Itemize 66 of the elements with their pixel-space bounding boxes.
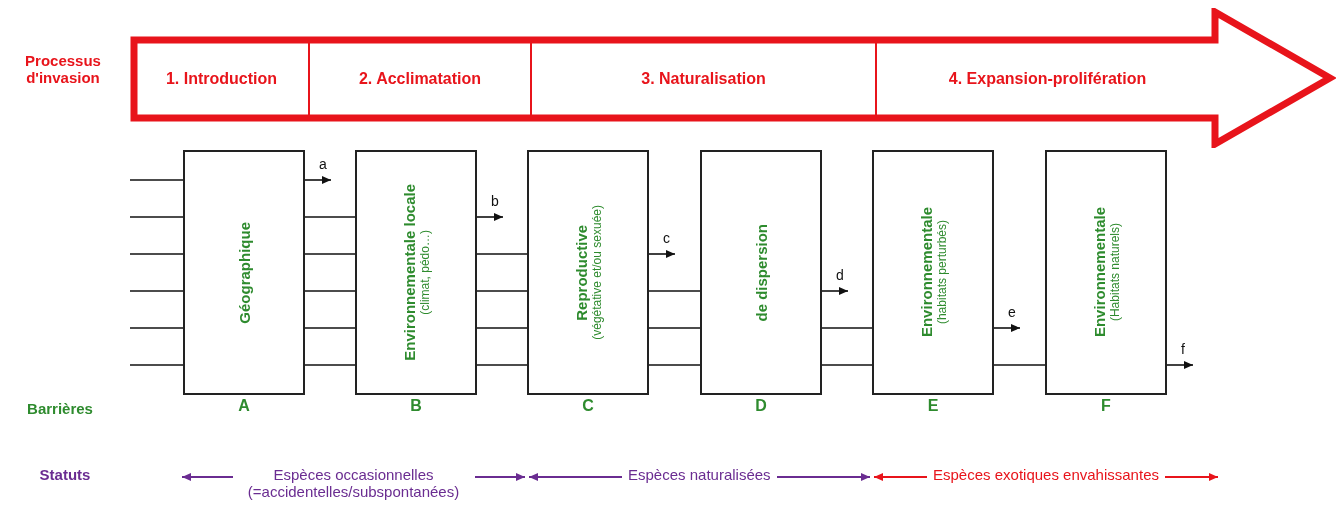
- connector-line: [821, 364, 873, 366]
- connector-line: [476, 364, 528, 366]
- connector-line: [993, 364, 1046, 366]
- barrier-box: [1045, 150, 1167, 395]
- box-letter: C: [581, 397, 595, 415]
- box-letter: A: [237, 397, 251, 415]
- connector-line: [129, 179, 184, 181]
- status-label: Espèces naturalisées: [622, 466, 777, 483]
- connector-line: [129, 290, 184, 292]
- barrier-label: Environnementale: [917, 207, 935, 338]
- box-letter: B: [409, 397, 423, 415]
- connector-line: [304, 253, 356, 255]
- box-letter: E: [926, 397, 940, 415]
- connector-line: [648, 327, 701, 329]
- barrier-box: [355, 150, 477, 395]
- connector-line: [476, 290, 528, 292]
- edge-label: f: [1181, 341, 1185, 357]
- row-heading: Statuts: [38, 466, 92, 483]
- row-heading: Processus d'invasion: [24, 52, 102, 86]
- arrow: [648, 250, 676, 258]
- connector-line: [304, 290, 356, 292]
- edge-label: e: [1008, 304, 1016, 320]
- connector-line: [304, 216, 356, 218]
- edge-label: a: [319, 156, 327, 172]
- stage-label: 4. Expansion-prolifération: [880, 44, 1215, 114]
- stage-label: 1. Introduction: [138, 44, 305, 114]
- barrier-box: [700, 150, 822, 395]
- barrier-box: [872, 150, 994, 395]
- arrow: [821, 287, 849, 295]
- barrier-label: de dispersion: [752, 223, 770, 322]
- edge-label: b: [491, 193, 499, 209]
- status-label: Espèces occasionnelles (=accidentelles/subspontanées): [232, 466, 475, 500]
- connector-line: [129, 327, 184, 329]
- connector-line: [129, 364, 184, 366]
- connector-line: [821, 327, 873, 329]
- arrow: [476, 213, 504, 221]
- stage-label: 2. Acclimatation: [313, 44, 527, 114]
- connector-line: [648, 290, 701, 292]
- connector-line: [304, 364, 356, 366]
- barrier-note: (végétative et/ou sexuée): [589, 205, 604, 340]
- connector-line: [129, 253, 184, 255]
- barrier-note: (Habitats naturels): [1107, 222, 1122, 324]
- arrow: [993, 324, 1021, 332]
- arrow: [304, 176, 332, 184]
- row-heading: Barrières: [26, 400, 94, 417]
- edge-label: c: [663, 230, 670, 246]
- connector-line: [476, 327, 528, 329]
- edge-label: d: [836, 267, 844, 283]
- barrier-note: (climat, pédo…): [417, 229, 432, 317]
- arrow: [1166, 361, 1194, 369]
- connector-line: [648, 364, 701, 366]
- connector-line: [129, 216, 184, 218]
- barrier-label: Reproductive: [572, 223, 590, 321]
- process-arrow: [130, 8, 1336, 148]
- barrier-box: [527, 150, 649, 395]
- box-letter: D: [754, 397, 768, 415]
- connector-line: [304, 327, 356, 329]
- barrier-note: (habitats perturbés): [934, 219, 949, 327]
- barrier-label: Environnementale locale: [400, 184, 418, 361]
- box-letter: F: [1100, 397, 1112, 415]
- barrier-label: Environnementale: [1090, 207, 1108, 338]
- stage-label: 3. Naturalisation: [535, 44, 872, 114]
- connector-line: [476, 253, 528, 255]
- status-label: Espèces exotiques envahissantes: [927, 466, 1165, 483]
- barrier-label: Géographique: [235, 221, 253, 324]
- barrier-box: [183, 150, 305, 395]
